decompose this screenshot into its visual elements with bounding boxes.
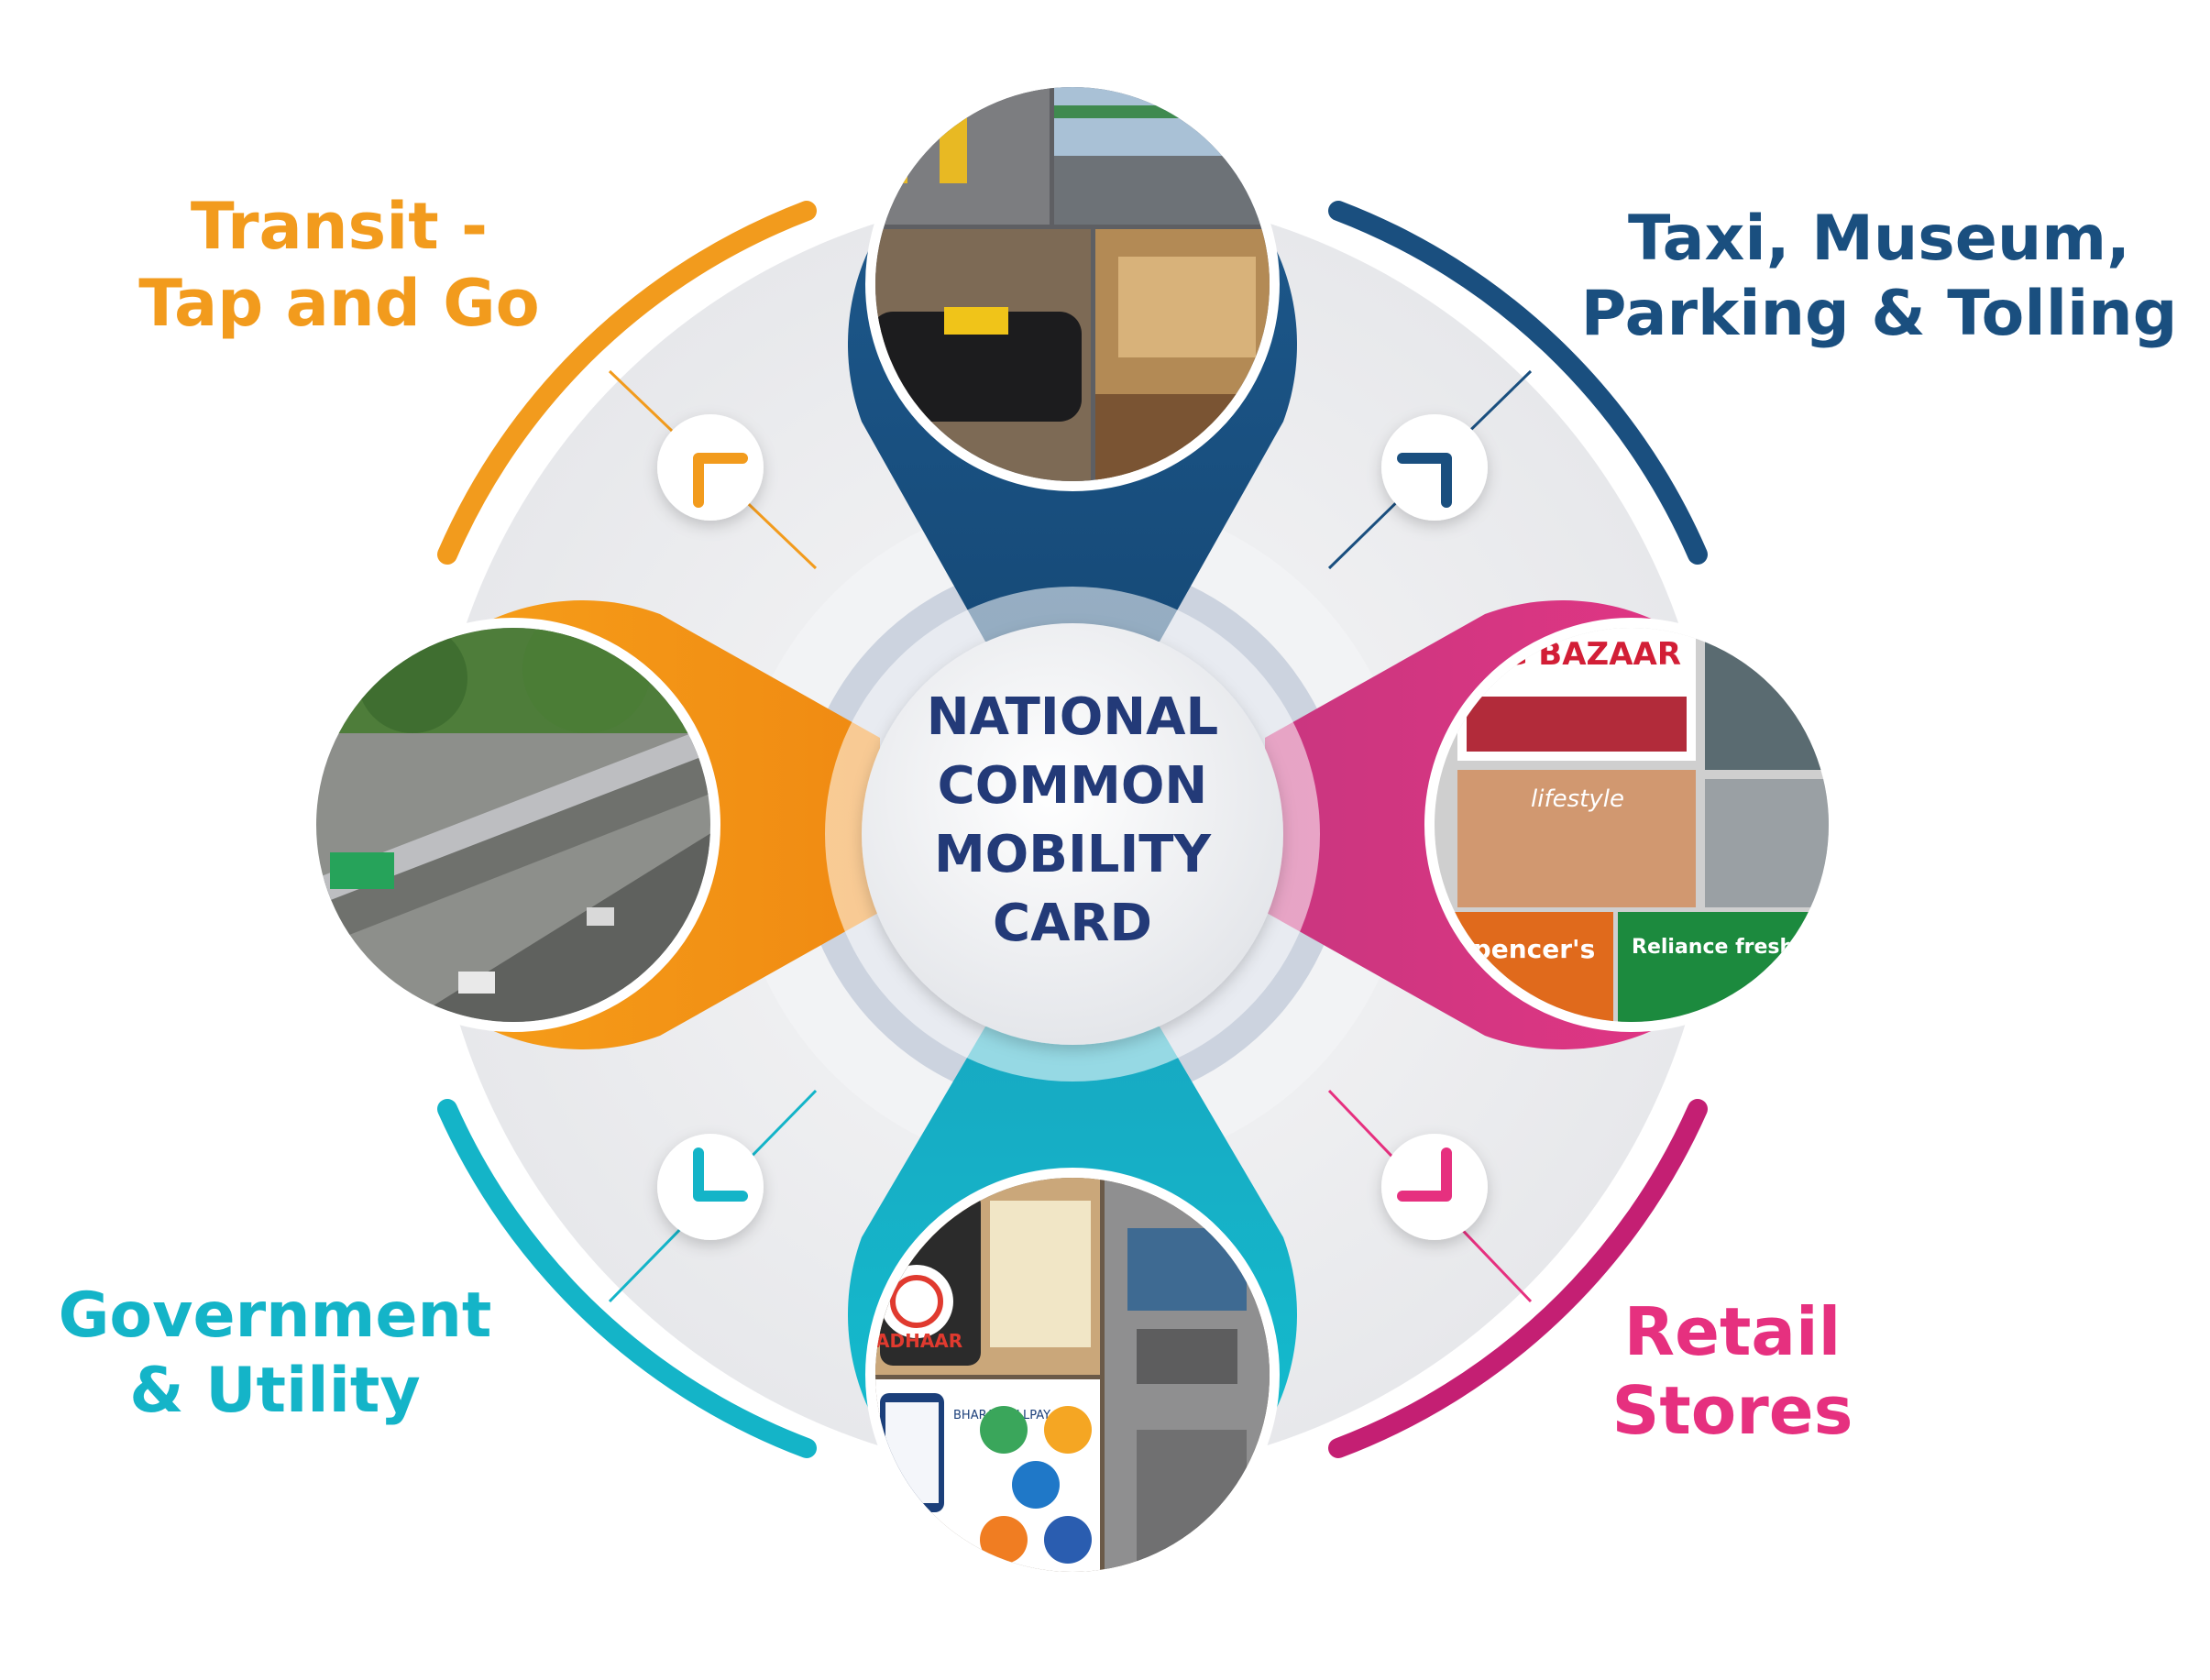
chevron-government-icon (693, 1147, 748, 1202)
arc-taxi (1328, 201, 1708, 565)
center-title: NATIONAL COMMON MOBILITY CARD (852, 683, 1292, 958)
chevron-retail-icon (1397, 1147, 1452, 1202)
label-taxi: Taxi, Museum, Parking & Tolling (1558, 202, 2200, 351)
arc-retail (1328, 1099, 1708, 1458)
sign-adhaar: ADHAAR (875, 1330, 962, 1352)
label-retail-line-1: Retail (1623, 1293, 1842, 1370)
chevron-retail (1381, 1134, 1488, 1240)
label-transit: Transit - Tap and Go (110, 188, 568, 342)
chevron-transit-icon (693, 453, 748, 508)
chevron-transit (657, 414, 764, 521)
chevron-government (657, 1134, 764, 1240)
center-disc (862, 623, 1283, 1045)
label-taxi-line-2: Parking & Tolling (1580, 277, 2178, 350)
center-title-line-2: COMMON (937, 756, 1208, 817)
label-transit-line-1: Transit - (190, 189, 489, 264)
arc-government (437, 1099, 817, 1458)
arc-transit (437, 201, 817, 565)
chevron-taxi-icon (1397, 453, 1452, 508)
label-government-line-1: Government (58, 1279, 492, 1352)
label-retail-line-2: Stores (1611, 1372, 1853, 1450)
center-title-line-4: CARD (992, 894, 1153, 954)
sign-lifestyle: lifestyle (1531, 785, 1624, 813)
label-government-line-2: & Utility (129, 1354, 421, 1427)
label-retail: Retail Stores (1549, 1292, 1916, 1451)
sign-reliance-fresh: Reliance fresh (1632, 936, 1794, 959)
chevron-taxi (1381, 414, 1488, 521)
photo-transit (316, 628, 710, 1022)
center-title-line-1: NATIONAL (926, 687, 1219, 747)
center-title-line-3: MOBILITY (933, 825, 1212, 885)
label-transit-line-2: Tap and Go (138, 266, 540, 341)
label-government: Government & Utility (18, 1279, 532, 1428)
label-taxi-line-1: Taxi, Museum, (1628, 203, 2130, 275)
